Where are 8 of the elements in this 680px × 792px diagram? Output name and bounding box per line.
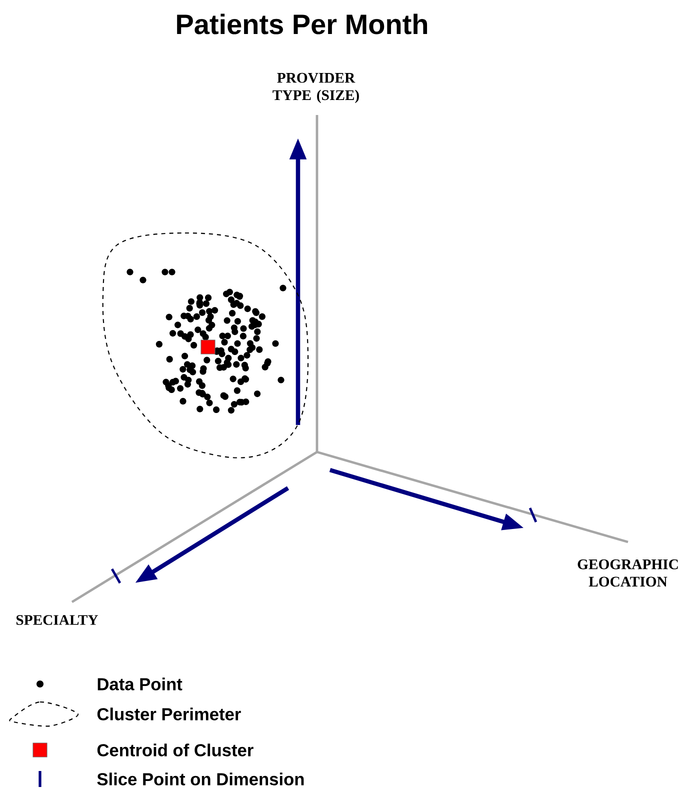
axis-label: SPECIALTY — [16, 615, 98, 625]
title: Patients Per Month — [177, 14, 428, 34]
legend-label: Slice Point on Dimension — [97, 772, 304, 786]
legend-label: Data Point — [98, 678, 182, 690]
axis-label: PROVIDER TYPE (SIZE) — [272, 72, 359, 104]
legend-label: Centroid of Cluster — [97, 744, 254, 756]
legend-label: Cluster Perimeter — [97, 708, 241, 720]
axis-label: GEOGRAPHIC LOCATION — [578, 559, 678, 587]
